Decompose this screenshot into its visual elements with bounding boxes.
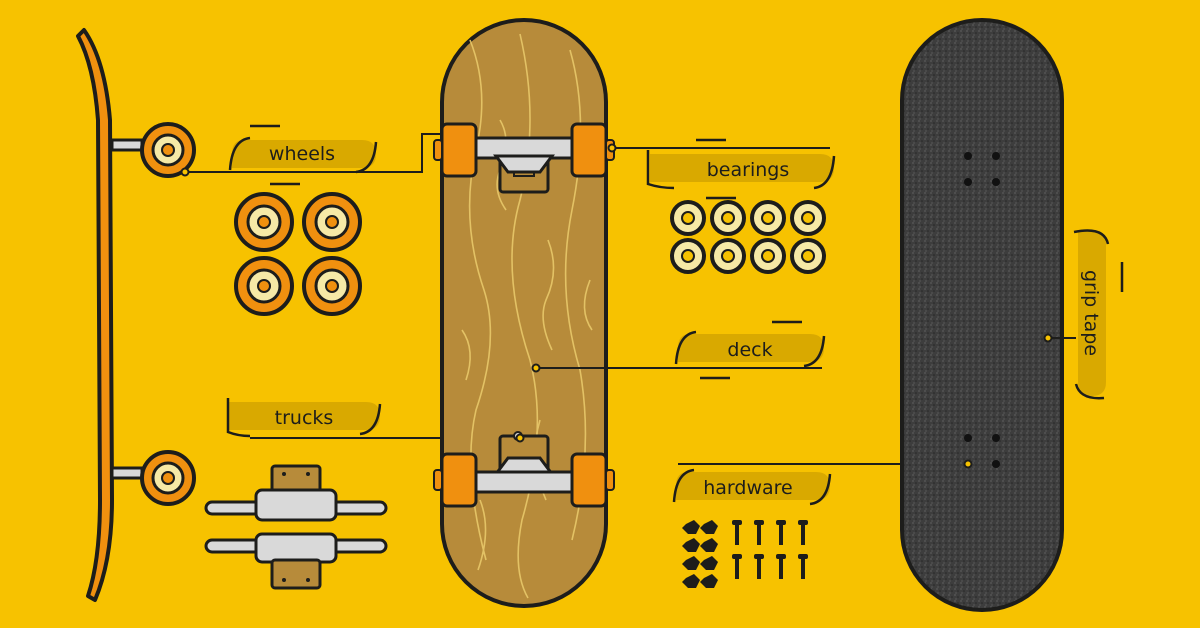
grip-deck-icon	[900, 18, 1064, 612]
grip-tape-label: grip tape	[1080, 270, 1102, 356]
nut-icon	[682, 556, 700, 570]
wheel-icon	[302, 192, 362, 252]
bearing-icon	[750, 238, 786, 274]
bearings-callout: bearings	[607, 138, 836, 200]
nut-icon	[682, 574, 700, 588]
bearing-icon	[750, 200, 786, 236]
bearing-icon	[670, 200, 706, 236]
side-deck-icon	[76, 28, 196, 602]
bearing-icon	[790, 238, 826, 274]
bolt-holes-bottom	[964, 434, 1000, 468]
grip-tape-callout: grip tape	[1043, 229, 1124, 400]
deck-callout: deck	[531, 320, 826, 380]
bolt-icon	[754, 520, 764, 545]
wheels-label: wheels	[269, 143, 335, 165]
bolt-icon	[798, 554, 808, 579]
bearing-set	[670, 200, 826, 274]
bearing-icon	[710, 238, 746, 274]
wheel-icon	[302, 256, 362, 316]
truck-icon	[204, 532, 388, 590]
bolt-icon	[754, 554, 764, 579]
deck-label: deck	[727, 339, 772, 361]
wheel-icon	[234, 256, 294, 316]
bolt-holes-top	[964, 152, 1000, 186]
nut-icon	[700, 556, 718, 570]
wheels-leader-dot	[180, 167, 190, 177]
deck-truck-bottom	[433, 431, 615, 508]
hardware-callout: hardware	[672, 463, 968, 506]
deck-bottom-icon	[433, 18, 615, 608]
nut-icon	[700, 538, 718, 552]
bearing-icon	[790, 200, 826, 236]
bolt-icon	[776, 520, 786, 545]
truck-icon	[204, 464, 388, 522]
bolt-icon	[798, 520, 808, 545]
bolt-icon	[732, 554, 742, 579]
truck-set	[204, 464, 388, 590]
nut-icon	[700, 520, 718, 534]
hardware-label: hardware	[703, 477, 793, 499]
hardware-set	[682, 520, 808, 588]
nut-icon	[700, 574, 718, 588]
nut-icon	[682, 538, 700, 552]
side-wheel-top	[140, 122, 196, 178]
bolt-icon	[732, 520, 742, 545]
trucks-callout: trucks	[226, 398, 520, 439]
trucks-label: trucks	[275, 407, 334, 429]
wheel-icon	[234, 192, 294, 252]
nut-icon	[682, 520, 700, 534]
side-wheel-bottom	[140, 450, 196, 506]
bearing-icon	[710, 200, 746, 236]
bolt-icon	[776, 554, 786, 579]
trucks-leader-dot	[515, 433, 525, 443]
wheels-callout: wheels	[185, 124, 466, 186]
bearings-label: bearings	[707, 159, 790, 181]
wheel-set	[234, 192, 362, 316]
bearing-icon	[670, 238, 706, 274]
deck-truck-top	[433, 122, 615, 194]
